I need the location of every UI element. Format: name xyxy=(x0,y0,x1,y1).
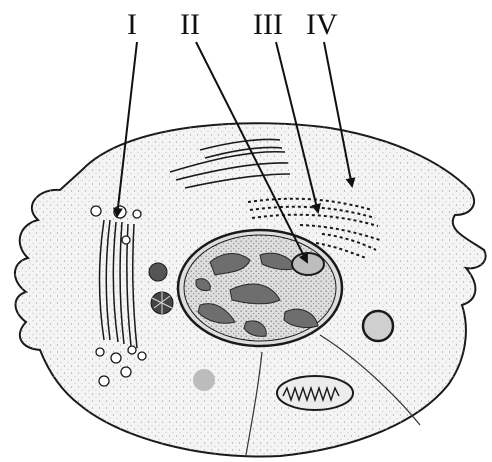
label-ii: II xyxy=(180,8,200,41)
mitochondrion xyxy=(277,376,353,410)
lysosome xyxy=(363,311,393,341)
label-iii: III xyxy=(253,8,283,41)
vacuole xyxy=(193,369,215,391)
nucleolus xyxy=(292,253,324,275)
label-iv: IV xyxy=(306,8,338,41)
nucleus xyxy=(178,230,342,346)
label-i: I xyxy=(127,8,137,41)
